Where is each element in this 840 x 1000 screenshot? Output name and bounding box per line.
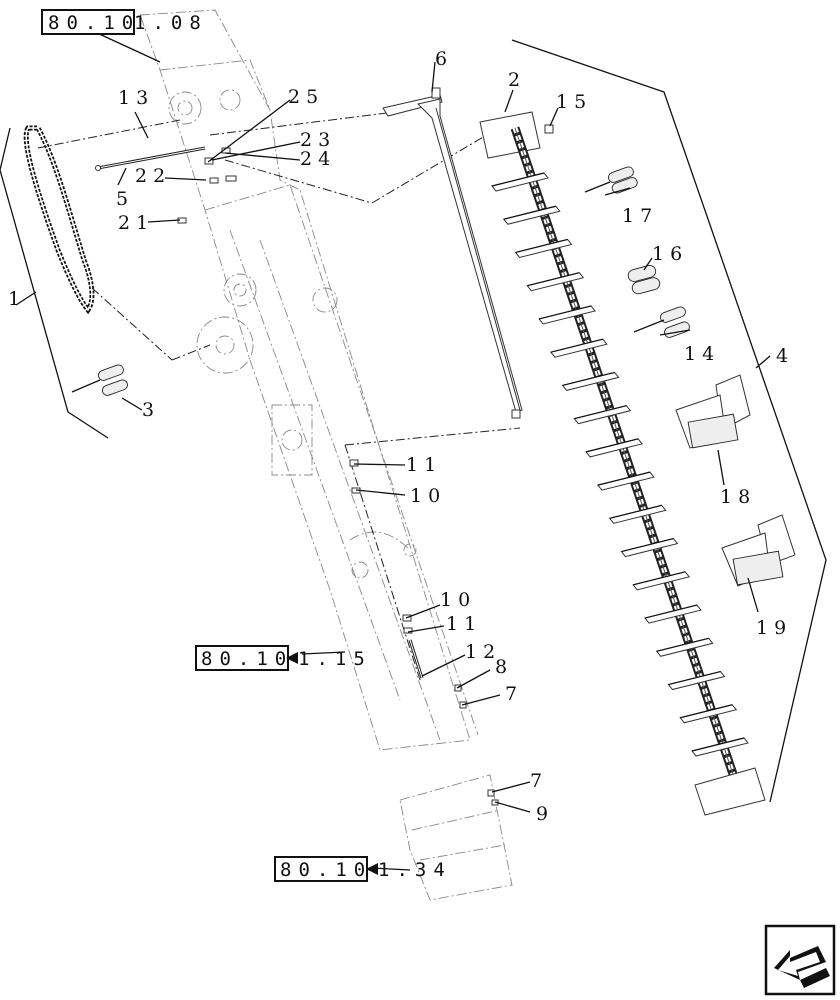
small-hardware [177,147,499,806]
paddle [620,538,679,558]
paddle-edge [644,604,698,619]
callout-11b: 11 [446,613,482,635]
callout-22: 22 [135,165,171,187]
callout-8: 8 [495,656,513,678]
paddle [514,238,573,259]
callout-21: 21 [118,212,154,234]
connector-link-17 [584,166,638,194]
leader-lines [15,31,771,871]
assembly-lines [37,111,521,681]
reference-bottom-boxed: 80.10 [280,859,372,881]
paddle-edge [550,338,603,353]
reference-top-suffix: 1.08 [134,12,208,34]
callout-18: 18 [720,486,756,508]
elevator-chain-assembly [479,111,766,816]
tension-rod [382,87,523,419]
paddle-edge [680,704,733,719]
reference-mid[interactable]: 80.10 1.15 [195,645,372,671]
callout-2: 2 [508,69,526,91]
paddle-edge [609,504,662,519]
paddle-edge [515,238,568,254]
reference-mid-suffix: 1.15 [298,648,372,670]
paddle [608,504,667,524]
paddle-edge [668,670,721,686]
callout-17: 17 [622,205,658,227]
pin-15 [544,124,554,134]
paddle-edge [538,305,592,320]
callout-7b: 7 [530,770,548,792]
callout-10b: 10 [440,589,476,611]
paddle-edge [562,371,615,386]
callout-7a: 7 [505,683,523,705]
paddle-edge [574,405,627,420]
attachment-bracket-18 [675,374,751,449]
elevator-housing [139,9,513,901]
callout-24: 24 [300,148,336,170]
callout-5: 5 [116,188,134,210]
callout-10a: 10 [410,485,446,507]
paddle [549,338,608,358]
paddle [597,471,655,491]
callout-19: 19 [756,617,792,639]
connector-link-14 [633,306,690,338]
top-plate [479,111,541,159]
callout-6: 6 [435,48,453,70]
paddle [561,371,620,391]
paddle-edge [597,471,651,486]
callout-4: 4 [776,345,794,367]
callout-14: 14 [684,343,720,365]
connector-link-3 [71,364,128,396]
offset-link-16 [627,264,661,295]
callout-25: 25 [288,86,324,108]
paddle-edge [585,438,639,453]
previous-page-arrow-icon[interactable] [764,924,836,996]
paddle-edge [633,571,686,586]
callouts: 1 2 3 4 5 6 7 7 8 9 10 10 11 11 12 13 14… [8,48,794,825]
paddle [585,438,643,458]
drive-chain [23,125,95,315]
paddle [502,205,561,225]
paddle [526,272,585,292]
callout-1: 1 [8,288,26,310]
reference-mid-boxed: 80.10 [201,648,293,670]
group-bracket-left [0,127,109,439]
paddle [573,405,632,425]
paddle-edge [621,538,674,553]
reference-top[interactable]: 80.10 1.08 [41,9,208,35]
reference-top-boxed: 80.10 [48,12,140,34]
paddle-edge [656,637,709,652]
callout-15: 15 [556,91,592,113]
shaft-5 [95,146,206,171]
paddle-edge [691,737,745,752]
paddle [538,305,596,325]
callout-16: 16 [652,243,688,265]
callout-12: 12 [465,641,501,663]
reference-bottom-suffix: 1.34 [378,859,452,881]
callout-9: 9 [536,803,554,825]
group-bracket-right [511,39,827,803]
callout-3: 3 [142,399,160,421]
paddle-group [491,172,749,757]
callout-13: 13 [118,87,154,109]
bottom-plate [694,767,766,816]
attachment-bracket-19 [721,514,796,587]
callout-23: 23 [300,129,336,151]
callout-11a: 11 [406,454,442,476]
paddle-edge [527,272,580,287]
paddle-edge [503,205,556,220]
rod-12-highlight [409,639,423,679]
paddle-edge [491,172,545,187]
reference-bottom[interactable]: 80.10 1.34 [274,856,452,882]
